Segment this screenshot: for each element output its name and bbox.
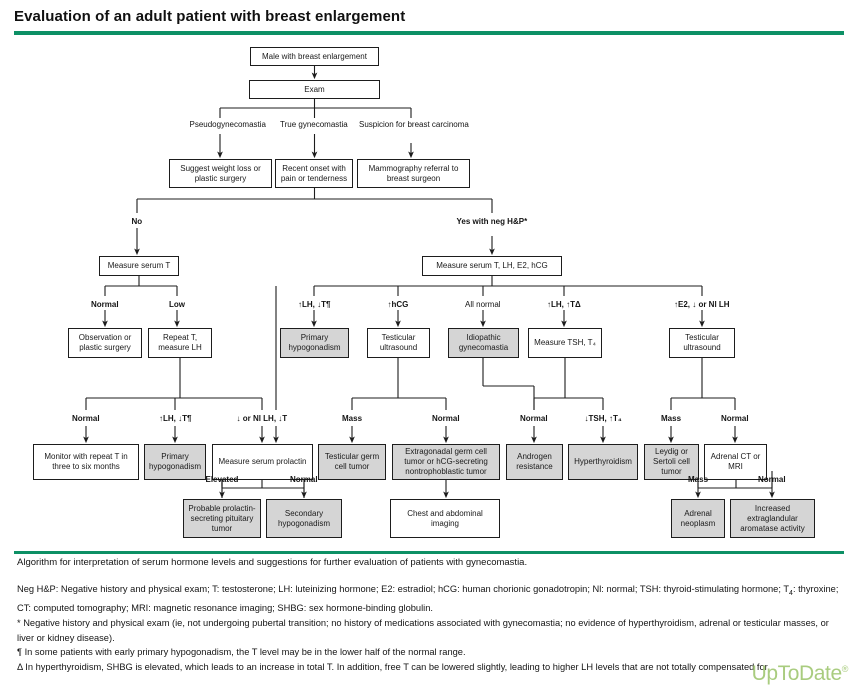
footnotes-block: Neg H&P: Negative history and physical e… [17, 582, 843, 674]
flow-node-monitor: Monitor with repeat T in three to six mo… [33, 444, 139, 480]
flow-node-label: Repeat T, measure LH [158, 333, 202, 352]
flow-node-label: Hyperthyroidism [574, 457, 632, 466]
flow-edge-label-hcg: ↑hCG [387, 300, 409, 309]
flow-node-leydig: Leydig or Sertoli cell tumor [644, 444, 699, 480]
flow-node-testicularus_b: Testicular ultrasound [669, 328, 735, 358]
flow-edge-label-true: True gynecomastia [280, 120, 348, 129]
flow-edge-label-normal3: Normal [432, 414, 460, 423]
flow-edge-label-normal6: Normal [290, 475, 318, 484]
page-title: Evaluation of an adult patient with brea… [14, 8, 406, 25]
flow-node-label: Testicular ultrasound [379, 333, 418, 352]
flow-edge-label-normal7: Normal [758, 475, 786, 484]
flow-node-measuretsh: Measure TSH, T₄ [528, 328, 602, 358]
flow-edge-label-elevated: Elevated [205, 475, 239, 484]
flow-node-sechypo: Secondary hypogonadism [266, 499, 342, 538]
flow-node-male: Male with breast enlargement [250, 47, 379, 66]
flow-node-extragonadal: Extragonadal germ cell tumor or hCG-secr… [392, 444, 500, 480]
flow-node-label: Exam [304, 84, 325, 94]
flow-node-observation: Observation or plastic surgery [68, 328, 142, 358]
footnote-asterisk: * Negative history and physical exam (ie… [17, 618, 829, 643]
flow-node-label: Measure serum T [107, 261, 171, 270]
flow-edge-label-yes: Yes with neg H&P* [456, 217, 528, 226]
flow-node-primhypo_a: Primary hypogonadism [280, 328, 349, 358]
flow-node-label: Adrenal neoplasm [680, 508, 716, 528]
flow-edge-label-mass1: Mass [342, 414, 363, 423]
flow-node-primhypo_b: Primary hypogonadism [144, 444, 206, 480]
flow-node-adrenalct: Adrenal CT or MRI [704, 444, 767, 480]
header-divider-rule [14, 31, 844, 35]
flow-node-aromatase: Increased extraglandular aromatase activ… [730, 499, 815, 538]
flow-edge-label-e2: ↑E2, ↓ or Nl LH [674, 300, 730, 309]
abbrev-line-1: Neg H&P: Negative history and physical e… [17, 584, 662, 594]
flow-edge-label-mass3: Mass [688, 475, 709, 484]
flow-node-testicularus_a: Testicular ultrasound [367, 328, 430, 358]
flow-node-prolactinoma: Probable prolactin-secreting pituitary t… [183, 499, 261, 538]
flow-edge-label-lhdownT2: ↑LH, ↓T¶ [159, 414, 192, 423]
flow-node-label: Monitor with repeat T in three to six mo… [44, 452, 128, 471]
flow-edge-label-suspicion: Suspicion for breast carcinoma [359, 120, 469, 129]
flow-edge-label-dnllh: ↓ or Nl LH, ↓T [236, 414, 288, 423]
flow-node-label: Leydig or Sertoli cell tumor [653, 447, 690, 476]
flow-node-label: Measure serum prolactin [218, 457, 307, 466]
flow-edge-label-tshdown: ↓TSH, ↑T₄ [584, 414, 622, 423]
flow-node-adrenalneo: Adrenal neoplasm [671, 499, 725, 538]
flow-node-label: Testicular ultrasound [683, 333, 721, 352]
flow-node-hyperthyroid: Hyperthyroidism [568, 444, 638, 480]
flow-edge-label-lhdownT: ↑LH, ↓T¶ [298, 300, 331, 309]
abbrev-line-2a: thyroid-stimulating hormone; T [663, 584, 790, 594]
footnote-pilcrow: ¶ In some patients with early primary hy… [17, 647, 466, 658]
flow-edge-label-normal5: Normal [721, 414, 749, 423]
flow-edge-label-normal2: Normal [72, 414, 100, 423]
flow-node-label: Primary hypogonadism [148, 452, 202, 471]
flow-node-label: Idiopathic gynecomastia [458, 333, 509, 352]
flow-node-germcell: Testicular germ cell tumor [318, 444, 386, 480]
flow-node-label: Extragonadal germ cell tumor or hCG-secr… [404, 447, 488, 476]
flow-edge-label-allnormal: All normal [465, 300, 501, 309]
footnote-delta: Δ In hyperthyroidism, SHBG is elevated, … [17, 661, 770, 672]
uptodate-wordmark: UpToDate [751, 662, 843, 685]
flow-node-label: Primary hypogonadism [288, 333, 341, 352]
flow-edge-label-mass2: Mass [661, 414, 682, 423]
flow-edge-label-lhupT: ↑LH, ↑TΔ [547, 300, 581, 309]
flow-node-androgenres: Androgen resistance [506, 444, 563, 480]
flow-node-label: Increased extraglandular aromatase activ… [740, 503, 805, 533]
registered-mark-icon: ® [841, 664, 849, 674]
flowchart-connectors [83, 66, 775, 499]
flow-node-label: Measure TSH, T₄ [534, 338, 596, 347]
flow-edge-label-pseudo: Pseudogynecomastia [189, 120, 267, 129]
flow-node-label: Testicular germ cell tumor [324, 452, 380, 471]
flow-edge-label-normal4: Normal [520, 414, 548, 423]
footnote-abbreviations: Neg H&P: Negative history and physical e… [17, 582, 843, 616]
flow-edge-label-normal1: Normal [91, 300, 119, 309]
flow-node-label: Androgen resistance [516, 452, 553, 471]
flow-edge-label-low: Low [169, 300, 185, 309]
flow-node-chestimaging: Chest and abdominal imaging [390, 499, 500, 538]
flow-node-label: Measure serum T, LH, E2, hCG [436, 261, 548, 270]
flow-node-label: Recent onset with pain or tenderness [280, 163, 348, 183]
flow-node-label: Observation or plastic surgery [78, 333, 132, 352]
flow-node-measurepanel: Measure serum T, LH, E2, hCG [422, 256, 562, 276]
flow-node-measureT: Measure serum T [99, 256, 179, 276]
flow-node-label: Adrenal CT or MRI [710, 452, 761, 471]
flow-node-label: Chest and abdominal imaging [407, 508, 483, 528]
flow-node-repeatT: Repeat T, measure LH [148, 328, 212, 358]
flow-node-idiopathic: Idiopathic gynecomastia [448, 328, 519, 358]
abbrev-line-2c: : thyroxine; CT: computed tomography; MR… [17, 584, 839, 614]
figure-caption: Algorithm for interpretation of serum ho… [17, 557, 528, 568]
flow-node-label: Mammography referral to breast surgeon [368, 163, 459, 183]
flow-node-label: Male with breast enlargement [262, 51, 367, 61]
uptodate-logo: UpToDate® [751, 662, 849, 686]
abbrev-t4-subscript: 4 [789, 589, 793, 597]
flow-node-label: Suggest weight loss or plastic surgery [180, 163, 261, 183]
flow-node-label: Secondary hypogonadism [277, 508, 331, 528]
flow-node-mammography: Mammography referral to breast surgeon [357, 159, 470, 188]
flow-node-recentonset: Recent onset with pain or tenderness [275, 159, 353, 188]
flow-node-weightloss: Suggest weight loss or plastic surgery [169, 159, 272, 188]
flow-node-prolactin: Measure serum prolactin [212, 444, 313, 480]
footer-divider-rule [14, 551, 844, 554]
flow-edge-label-no: No [131, 217, 143, 226]
flow-node-exam: Exam [249, 80, 380, 99]
flow-node-label: Probable prolactin-secreting pituitary t… [188, 503, 256, 533]
